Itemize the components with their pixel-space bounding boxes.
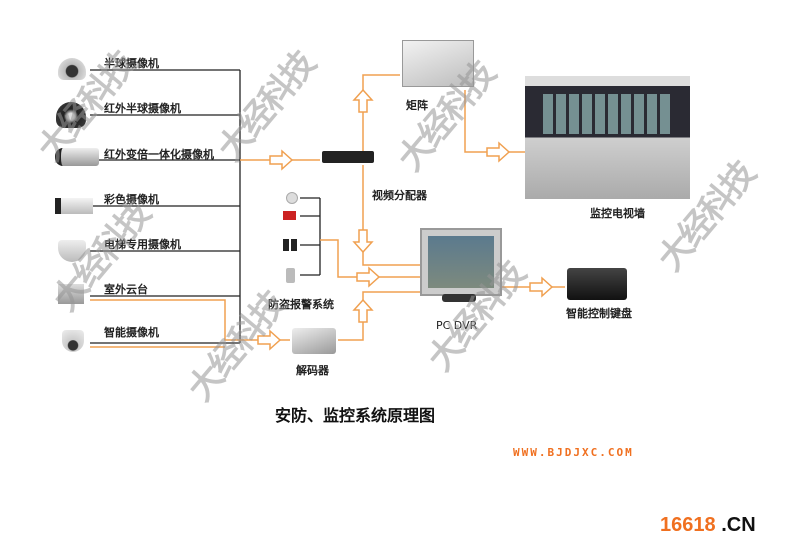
monitor-stand <box>442 294 476 302</box>
color-camera-icon <box>55 198 93 214</box>
pc-dvr-label: PC DVR <box>436 319 478 332</box>
camera-label: 红外变倍一体化摄像机 <box>104 148 214 161</box>
arrow-right <box>486 141 511 163</box>
camera-label: 彩色摄像机 <box>104 193 159 206</box>
sensor-icon <box>286 268 295 283</box>
diagram-title: 安防、监控系统原理图 <box>275 406 436 425</box>
alarm-system-label: 防盗报警系统 <box>268 298 334 311</box>
smart-camera-icon <box>62 330 84 352</box>
arrow-right <box>269 149 294 171</box>
arrow-right <box>257 329 282 351</box>
camera-label: 红外半球摄像机 <box>104 102 181 115</box>
pc-dvr-monitor-icon <box>420 228 502 296</box>
video-wall-image <box>525 76 690 199</box>
smoke-detector-icon <box>286 192 298 204</box>
beam-detector-icon <box>283 239 297 251</box>
video-splitter-icon <box>322 151 374 163</box>
decoder-label: 解码器 <box>296 364 329 377</box>
control-keyboard-icon <box>567 268 627 300</box>
arrow-down <box>352 229 374 254</box>
camera-label: 电梯专用摄像机 <box>104 238 181 251</box>
video-wall-label: 监控电视墙 <box>590 207 645 220</box>
matrix-label: 矩阵 <box>406 99 428 112</box>
camera-label: 半球摄像机 <box>104 57 159 70</box>
arrow-up <box>352 298 374 323</box>
decoder-icon <box>292 328 336 354</box>
camera-label: 室外云台 <box>104 283 148 296</box>
logo-number: 16618 <box>660 514 716 536</box>
ir-dome-camera-icon <box>56 102 86 128</box>
splitter-label: 视频分配器 <box>372 189 427 202</box>
matrix-icon <box>402 40 474 87</box>
dome-camera-icon <box>58 58 86 80</box>
siren-icon <box>283 211 296 220</box>
website-link[interactable]: WWW.BJDJXC.COM <box>513 446 634 459</box>
camera-label: 智能摄像机 <box>104 326 159 339</box>
logo-suffix: .CN <box>721 514 756 536</box>
keyboard-label: 智能控制键盘 <box>566 307 632 320</box>
arrow-right <box>356 266 381 288</box>
arrow-right <box>529 276 554 298</box>
ir-zoom-camera-icon <box>55 148 99 166</box>
arrow-up <box>352 88 374 113</box>
outdoor-ptz-icon <box>58 284 84 304</box>
elevator-camera-icon <box>58 240 86 262</box>
site-logo: 16618 .CN <box>660 514 756 537</box>
